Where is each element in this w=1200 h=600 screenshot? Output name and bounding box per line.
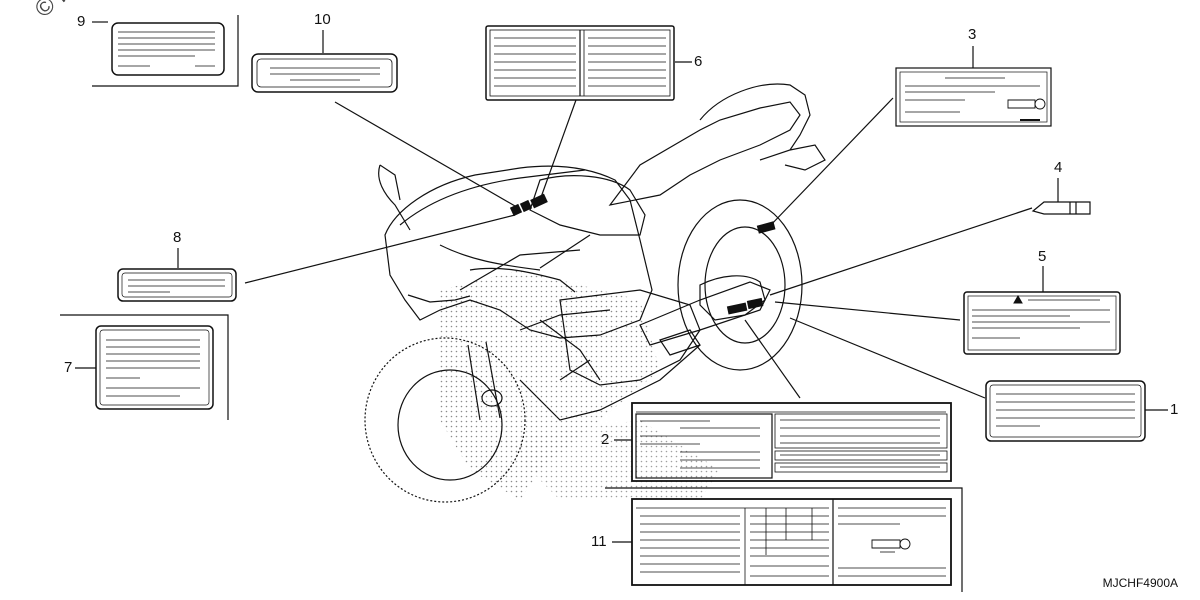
callout-6: 6	[694, 53, 703, 70]
callout-4: 4	[1054, 159, 1063, 176]
engine	[559, 289, 701, 386]
label-3	[895, 67, 1052, 127]
label-8	[117, 268, 237, 302]
diagram-code: MJCHF4900A	[1102, 576, 1178, 590]
label-9	[92, 15, 239, 87]
callout-11: 11	[591, 533, 607, 550]
label-10	[251, 53, 398, 93]
leader-6	[539, 99, 577, 201]
label-1	[985, 380, 1146, 442]
callout-10: 10	[314, 11, 331, 28]
belly-pan	[519, 344, 701, 421]
callout-8: 8	[173, 229, 182, 246]
rear-wheel-rim	[704, 226, 786, 344]
tank-label-mark-2	[519, 199, 533, 213]
leader-2	[744, 319, 801, 399]
leader-10	[334, 101, 516, 207]
front-fairing	[384, 165, 653, 339]
callout-2: 2	[601, 431, 610, 448]
leader-5	[774, 301, 961, 321]
shading-front	[440, 270, 660, 500]
tail-light	[784, 144, 826, 171]
leader-lines	[75, 21, 1168, 543]
rear-cowl	[699, 83, 811, 161]
motorcycle-illustration	[364, 83, 826, 503]
label-6	[485, 25, 675, 101]
swingarm-label-mark-2	[746, 297, 764, 310]
leader-4	[769, 207, 1033, 296]
handlebar	[469, 234, 591, 293]
label-2	[631, 402, 952, 482]
front-wheel-tire	[364, 337, 526, 503]
callout-7: 7	[64, 359, 73, 376]
callout-5: 5	[1038, 248, 1047, 265]
callout-9: 9	[77, 13, 86, 30]
front-wheel-hub	[481, 389, 503, 407]
leader-3	[767, 97, 894, 229]
swingarm-label-mark-1	[726, 302, 748, 315]
label-7	[60, 314, 229, 420]
front-wheel-rim	[397, 369, 503, 481]
mirror	[378, 164, 411, 231]
label-4	[1031, 201, 1091, 215]
windscreen	[399, 169, 586, 226]
tank-label-mark-1	[509, 203, 523, 217]
tank-label-mark-3	[530, 193, 548, 209]
label-11	[605, 487, 963, 592]
label-5	[963, 291, 1121, 355]
callout-1: 1	[1170, 401, 1179, 418]
leader-8	[244, 214, 516, 284]
headlight	[407, 294, 471, 303]
fuel-tank	[529, 175, 646, 236]
fairing-lines	[439, 244, 611, 381]
leader-1	[789, 317, 986, 399]
front-fork	[467, 341, 501, 421]
exhaust	[699, 275, 766, 321]
shading-lower	[500, 420, 720, 500]
callout-3: 3	[968, 26, 977, 43]
rider-seat	[608, 101, 801, 206]
